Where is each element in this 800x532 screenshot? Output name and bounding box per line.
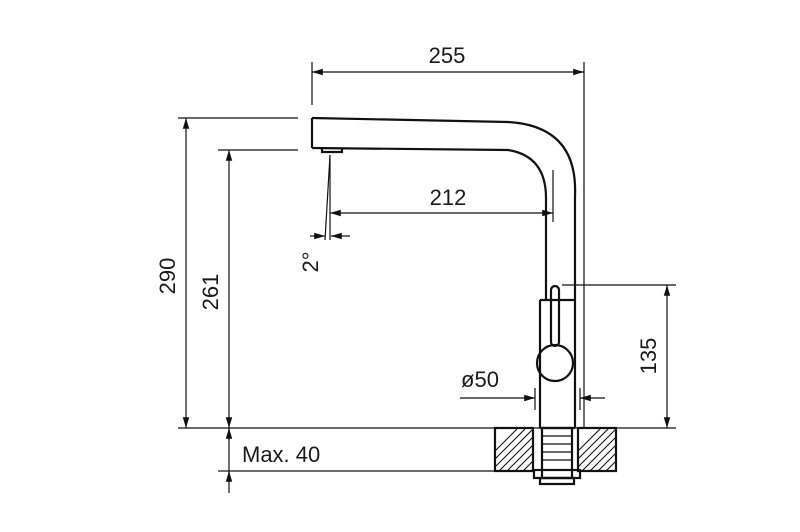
lever-handle: [535, 284, 575, 383]
dim-261-label: 261: [198, 274, 223, 311]
dimension-lines: [182, 68, 671, 493]
dim-50-label: ø50: [461, 367, 499, 392]
dim-angle-label: 2°: [298, 251, 323, 272]
mounting-shank: [532, 426, 582, 486]
dim-max40-label: Max. 40: [242, 442, 320, 467]
dim-255-label: 255: [429, 43, 466, 68]
dim-212-label: 212: [430, 185, 467, 210]
dim-135-label: 135: [636, 338, 661, 375]
extension-lines: [178, 62, 676, 472]
angle-lines: [324, 154, 331, 241]
dim-290-label: 290: [155, 258, 180, 295]
faucet-outline: [310, 116, 577, 430]
countertop-section: [493, 426, 618, 473]
dimension-labels: 255 212 290 261 135 ø50 Max. 40 2°: [155, 43, 661, 467]
